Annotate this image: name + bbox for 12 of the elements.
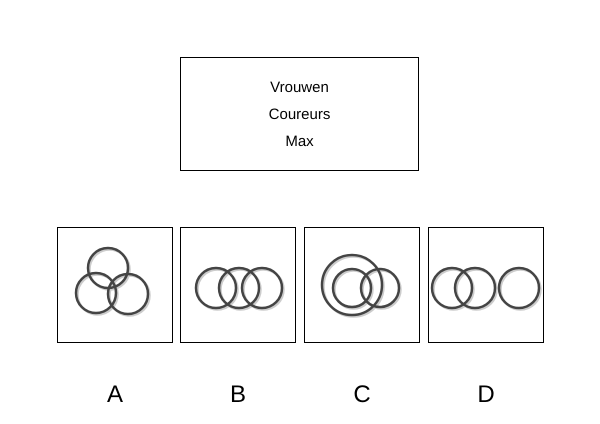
option-letter: D — [476, 381, 496, 409]
answer-option-box — [428, 227, 544, 343]
option-letter: A — [106, 381, 124, 409]
answer-option-box — [304, 227, 420, 343]
text-box — [180, 57, 419, 171]
answer-option-box — [180, 227, 296, 343]
answer-option-box — [57, 227, 173, 343]
option-letter: B — [228, 381, 247, 409]
item-text: Vrouwen — [270, 78, 329, 98]
item-text: Max — [285, 132, 314, 152]
option-letter: C — [352, 381, 372, 409]
item-text: Coureurs — [268, 104, 330, 124]
